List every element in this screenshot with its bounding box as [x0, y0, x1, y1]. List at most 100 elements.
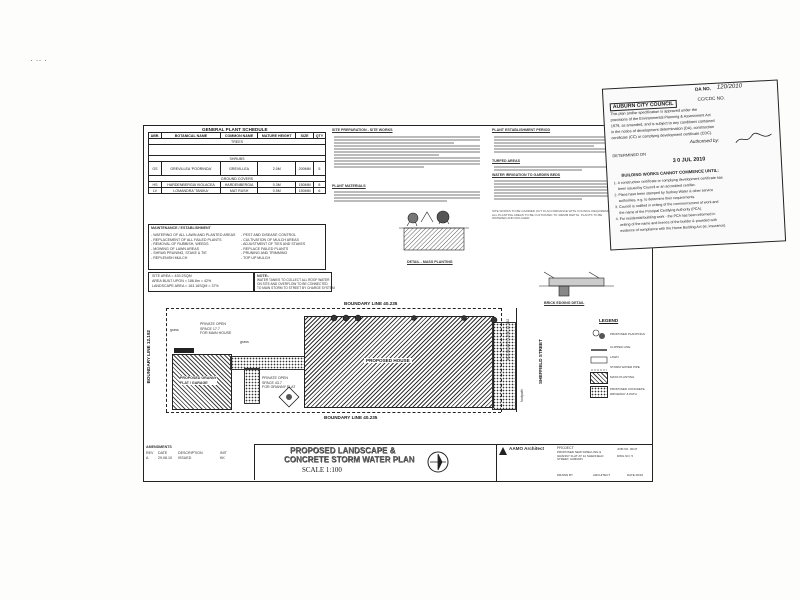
boundary-bottom-label: BOUNDARY LINE 40.235 — [324, 415, 378, 420]
paving-strip — [230, 356, 306, 370]
approval-stamp: DA NO. 120/2010 AUBURN CITY COUNCIL CC/C… — [601, 79, 787, 251]
landscape-area: LANDSCAPE AREA = 163.16SQM = 37% — [152, 284, 219, 288]
built-area: AREA BUILT UPON = 186.8m = 42% — [152, 279, 212, 283]
checked-by: ARCHITECT — [593, 473, 611, 477]
grass-label-2: grass — [240, 340, 249, 344]
legend-item: MASS PLANTING — [590, 372, 650, 386]
private-open-2: PRIVATE OPEN SPACE 43.7 FOR GRANNY FLAT — [262, 376, 296, 390]
grass-label-1: grass — [170, 328, 179, 332]
note-text: WATER TANK/S TO COLLECT ALL ROOF WATER O… — [257, 278, 335, 290]
site-prep-title: SITE PREPARATION - SITE WORKS — [332, 128, 393, 132]
establishment-title: PLANT ESTABLISHMENT PERIOD — [492, 128, 551, 132]
legend-label: MASS PLANTING — [610, 375, 635, 379]
maintenance-left: - WATERING OF ALL LAWN AND PLANTED AREAS… — [151, 233, 236, 260]
cell: 0.5M — [257, 187, 297, 194]
boundary-left-label: BOUNDARY LINE 12.192 — [145, 330, 151, 384]
company-name: AAMO Architect — [509, 446, 545, 451]
amendments-title: AMENDMENTS — [146, 445, 172, 449]
note-box: NOTE:- WATER TANK/S TO COLLECT ALL ROOF … — [254, 272, 335, 292]
hedge-row — [174, 348, 194, 353]
cell: GS — [148, 161, 162, 176]
drawing-title-2: CONCRETE STORM WATER PLAN — [284, 455, 415, 464]
spec-text-col2 — [492, 135, 617, 154]
cell: LV — [148, 187, 162, 194]
dwg-number: DWG NO. 5 — [617, 454, 634, 458]
cell: 6 — [312, 187, 327, 194]
mass-planting-svg — [399, 210, 469, 251]
authorised-label: Authorised by: — [689, 137, 720, 145]
brick-edging-label: BRICK EDGING DETAIL — [544, 301, 585, 305]
turfed-title: TURFED AREAS — [492, 159, 521, 163]
legend-item: CLIPPED LINE — [590, 342, 650, 352]
table-row: GS GREVILLEA 'POORINDA' GREVILLEA 2.0M 2… — [148, 161, 327, 176]
site-area: SITE AREA = 439.2SQM — [152, 274, 192, 278]
init-col: INIT — [220, 451, 227, 455]
spec-body: SITE WORKS TO BE CARRIED OUT IN ACCORDAN… — [492, 209, 617, 221]
legend-item: PROPOSED CONCRETE DRIVEWAY & PATH — [590, 386, 650, 400]
cell: 200MM — [295, 161, 314, 176]
site-area-box: SITE AREA = 439.2SQM AREA BUILT UPON = 1… — [148, 272, 254, 292]
legend-label: PROPOSED PLANTINGS — [610, 332, 645, 336]
table-row: LV LOMANDRA 'TANIKA' MAT RUSH 0.5M 150MM… — [148, 187, 327, 194]
cell: 150MM — [295, 187, 314, 194]
lawn-icon — [590, 356, 608, 364]
plant-schedule-table: ABR. BOTANICAL NAME COMMON NAME MATURE H… — [148, 132, 327, 194]
legend-label: LAWN — [610, 355, 619, 359]
spec-text-col1 — [332, 135, 482, 169]
private-open-1: PRIVATE OPEN SPACE 17.7 FOR MAIN HOUSE — [200, 322, 232, 336]
rev-desc: ISSUED — [178, 456, 192, 460]
legend-label: STORM WATER PIPE — [610, 365, 640, 369]
drawing-sheet: GENERAL PLANT SCHEDULE ABR. BOTANICAL NA… — [143, 125, 653, 482]
drawn-by: DRAWN BY — [557, 473, 574, 477]
granny-flat-label: PROPOSED GRANNY FLAT / GARAGE — [180, 376, 217, 386]
company-logo — [499, 447, 507, 455]
plants-icon — [592, 329, 605, 339]
boundary-top-line — [166, 308, 501, 309]
project-name: PROPOSED NEW DWELLING & GRANNY FLAT AT 1… — [557, 450, 604, 462]
date-col: DATE — [158, 451, 168, 455]
brick-edging-detail — [539, 268, 614, 300]
cc-label: CC/CDC NO. — [697, 95, 725, 102]
rev-init: KK — [220, 456, 225, 460]
rev-value: A — [146, 456, 149, 460]
mass-planting-detail — [399, 208, 469, 258]
boundary-left-line — [166, 308, 167, 412]
date-label: DATE 06/10 — [627, 473, 644, 477]
legend-item: PROPOSED PLANTINGS — [590, 328, 650, 342]
street-label: SHEFFIELD STREET — [538, 339, 543, 384]
title-block-line — [144, 444, 652, 445]
water-title: WATER IRRIGATION TO GARDEN BEDS — [492, 173, 561, 177]
paver-feature — [278, 386, 300, 408]
footpath-label: footpath — [520, 389, 524, 402]
street-edge — [516, 308, 517, 412]
boundary-right-line — [501, 308, 502, 412]
trees-empty — [148, 144, 326, 156]
clipped-line-icon — [591, 349, 607, 351]
plant-materials-title: PLANT MATERIALS — [332, 184, 366, 188]
job-number: JOB NO. 30/47 — [617, 447, 638, 451]
company-block: AAMO Architect PROJECT PROPOSED NEW DWEL… — [496, 444, 653, 482]
legend-label: CLIPPED LINE — [610, 345, 631, 349]
legend-item: STORM WATER PIPE — [590, 362, 650, 372]
scale-label: SCALE 1:100 — [302, 466, 342, 474]
boundary-right-label: BOUNDARY LINE 12.192 — [506, 318, 510, 360]
maintenance-title: MAINTENANCE / ESTABLISHMENT — [151, 226, 211, 230]
cell: GREVILLEA 'POORINDA' — [160, 161, 222, 176]
schedule-title: GENERAL PLANT SCHEDULE — [202, 127, 268, 132]
mass-planting-label: DETAIL - MASS PLANTING — [407, 260, 453, 264]
corner-specks: · ·· · — [30, 55, 47, 65]
determined-date: 3 0 JUL 2010 — [672, 156, 706, 165]
drawing-title-1: PROPOSED LANDSCAPE & — [290, 446, 396, 455]
cell: 2.0M — [257, 161, 297, 176]
cell: MAT RUSH — [220, 187, 259, 194]
legend-title: LEGEND — [599, 318, 619, 323]
legend-label: PROPOSED CONCRETE DRIVEWAY & PATH — [610, 387, 645, 396]
spec-text-col2b — [492, 165, 617, 172]
amendments-box: AMENDMENTS REV DATE DESCRIPTION INIT A 2… — [144, 444, 255, 480]
project-label: PROJECT — [557, 446, 574, 450]
proposed-house-label: PROPOSED HOUSE — [364, 358, 412, 364]
boundary-bottom-line — [166, 412, 501, 413]
tree-row-svg — [330, 314, 498, 324]
da-value: 120/2010 — [716, 83, 743, 91]
rev-col: REV — [146, 451, 154, 455]
